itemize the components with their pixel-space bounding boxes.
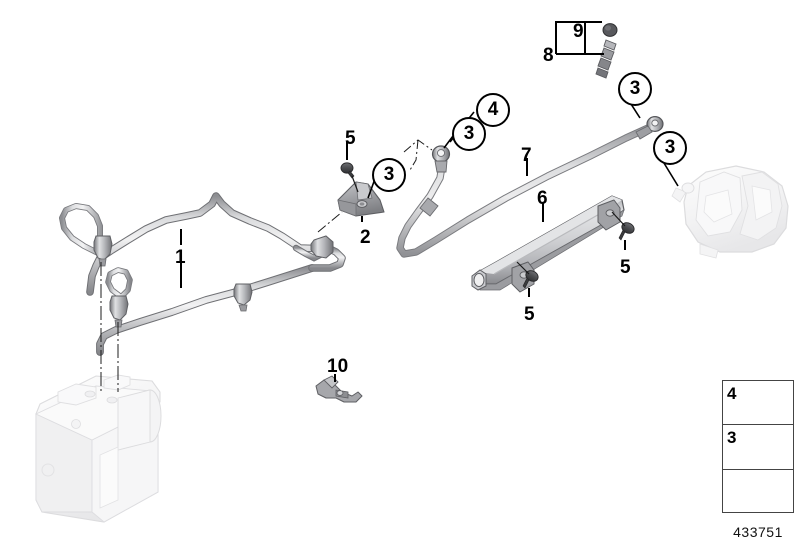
callout-9: 9 [573,21,584,42]
callout-3-caliper: 3 [653,131,687,165]
brake-caliper-ghost [671,165,789,259]
callout-6: 6 [537,188,548,209]
callout-8: 8 [543,45,554,66]
callout-5-rail-right: 5 [620,257,631,278]
callout-1: 1 [175,247,186,268]
brake-pipe-assembly [59,192,346,392]
abs-hydraulic-unit-ghost [34,374,162,523]
callout-2: 2 [360,227,371,248]
bleeder-valve-assembly [555,21,618,79]
retaining-clip [315,374,363,403]
callout-7: 7 [521,145,532,166]
hose-banjo-fitting-upper [431,145,451,173]
legend-row-bolt: 4 [723,381,793,426]
callout-3-hose-upper: 3 [452,117,486,151]
diagram-number: 433751 [733,524,783,540]
callout-5-rail-left: 5 [524,304,535,325]
callout-4-banjo-bolt: 4 [476,93,510,127]
pipe-fitting-lower-left [109,295,129,328]
pipe-fitting-upper-left [93,235,113,267]
legend-row-ring: 3 [723,425,793,470]
pipe-cover-rail [471,195,625,293]
legend-row-arrow [723,470,793,514]
legend-box: 4 3 [722,380,794,513]
callout-10: 10 [327,356,349,377]
hose-fitting-caliper-end [635,115,664,140]
torx-screw-rail-left [516,261,539,297]
callout-3-bleeder: 3 [618,72,652,106]
callout-leaders [367,89,679,199]
pipe-fitting-mid-drop [233,283,253,312]
legend-label-3: 3 [727,428,737,448]
legend-label-4: 4 [727,384,737,403]
callout-3-bracket: 3 [372,158,406,192]
pipe-fitting-right-inline [310,235,334,259]
mounting-bracket [317,181,385,233]
callout-5-bracket: 5 [345,128,356,149]
brake-hose [396,115,664,258]
torx-screw-bracket [340,142,359,193]
torx-screw-rail-right [611,211,635,250]
